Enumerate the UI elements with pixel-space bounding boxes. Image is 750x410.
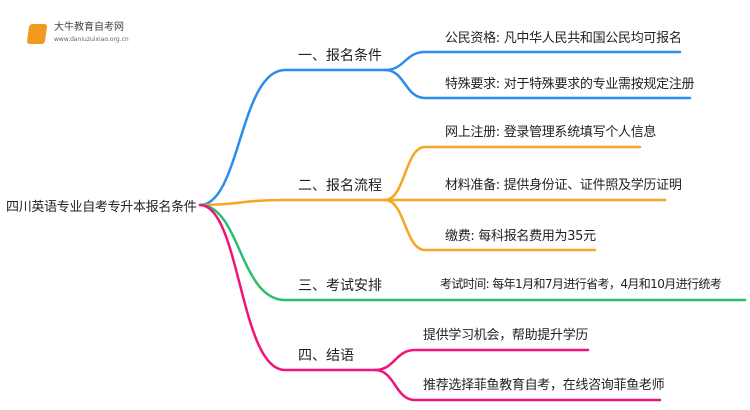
leaf-online-registration: 网上注册: 登录管理系统填写个人信息 xyxy=(445,125,657,140)
leaf-citizenship: 公民资格: 凡中华人民共和国公民均可报名 xyxy=(445,31,682,46)
branch-registration-conditions: 一、报名条件 xyxy=(298,48,382,64)
branch-line-2 xyxy=(198,198,387,207)
leaf-line-4-2 xyxy=(373,368,662,402)
leaf-line-2-1 xyxy=(383,145,642,202)
leaf-learning-opportunity: 提供学习机会，帮助提升学历 xyxy=(423,328,589,343)
branch-line-1 xyxy=(198,68,387,207)
leaf-recommendation: 推荐选择菲鱼教育自考，在线咨询菲鱼老师 xyxy=(423,378,665,393)
branch-registration-process: 二、报名流程 xyxy=(298,178,382,194)
leaf-line-4-1 xyxy=(373,348,590,372)
logo: 大牛教育自考网 www.daniuzuixiao.org.cn xyxy=(20,14,130,48)
branch-conclusion: 四、结语 xyxy=(298,348,354,364)
branch-line-4 xyxy=(198,203,377,372)
branch-line-3 xyxy=(198,203,747,302)
leaf-special-requirements: 特殊要求: 对于特殊要求的专业需按规定注册 xyxy=(445,77,695,92)
leaf-line-1-1 xyxy=(383,50,682,72)
leaf-line-1-2 xyxy=(383,68,692,100)
logo-name: 大牛教育自考网 xyxy=(54,22,124,33)
leaf-line-2-3 xyxy=(383,198,597,252)
leaf-exam-time: 考试时间: 每年1月和7月进行省考，4月和10月进行统考 xyxy=(440,277,722,291)
root-topic: 四川英语专业自考专升本报名条件 xyxy=(6,200,197,215)
leaf-fee: 缴费: 每科报名费用为35元 xyxy=(445,229,596,244)
leaf-materials: 材料准备: 提供身份证、证件照及学历证明 xyxy=(445,178,682,193)
branch-exam-schedule: 三、考试安排 xyxy=(298,278,382,294)
logo-url: www.daniuzuixiao.org.cn xyxy=(54,36,129,43)
